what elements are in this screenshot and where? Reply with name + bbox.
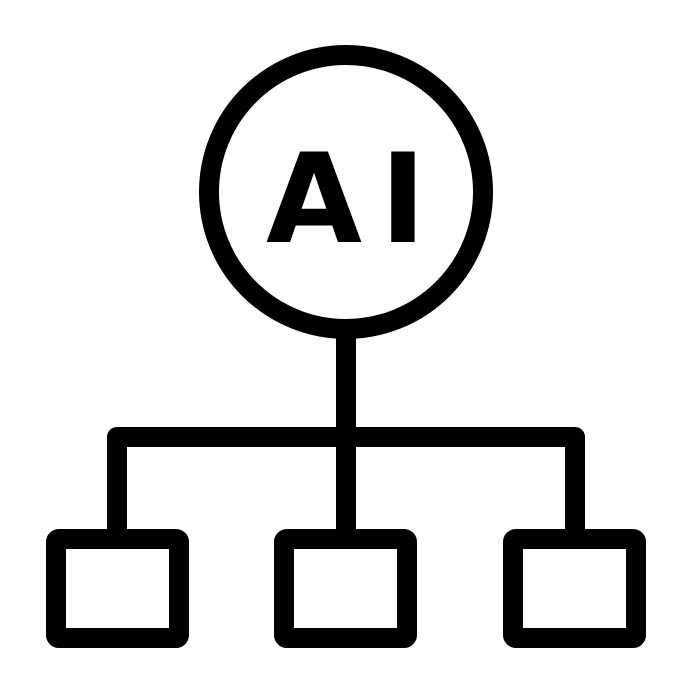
child-node-center [274,529,417,648]
ai-label: AI [265,128,445,272]
child-node-left [46,529,189,648]
child-node-right [503,529,646,648]
